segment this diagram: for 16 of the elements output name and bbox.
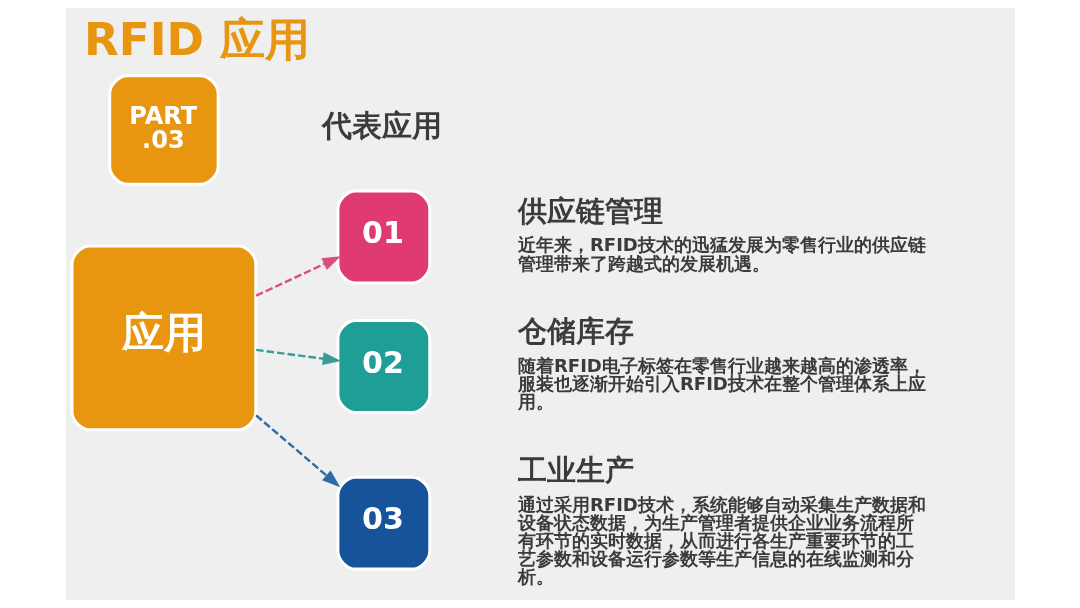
diagram-title: RFID 应用 xyxy=(83,12,310,66)
node-label: 工业生产 xyxy=(517,452,634,487)
arrow xyxy=(254,414,340,488)
node-box: 02 xyxy=(335,319,431,414)
node-label: 近年来，RFID技术的迅猛发展为零售行业的供应链管理带来了跨越式的发展机遇。 xyxy=(517,234,926,274)
node-box: PART .03 xyxy=(107,74,220,186)
label: 代表应用 xyxy=(321,108,442,144)
node-box: 01 xyxy=(335,189,431,285)
node-label: 仓储库存 xyxy=(517,314,634,349)
node-label: 供应链管理 xyxy=(517,193,663,228)
node-box: 应用 xyxy=(70,244,257,432)
arrow xyxy=(255,348,341,366)
arrow xyxy=(255,256,341,297)
node-label: 随着RFID电子标签在零售行业越来越高的渗透率，服装也逐渐开始引入RFID技术在整个管理体系上应用。 xyxy=(517,354,926,413)
node-box: 03 xyxy=(335,475,431,571)
node-label: 通过采用RFID技术，系统能够自动采集生产数据和设备状态数据，为生产管理者提供企业业务流程所有环节的实时数据，从而进行各生产重要环节的工艺参数和设备运行参数等生产信息的在线监测和分析。 xyxy=(517,493,926,587)
